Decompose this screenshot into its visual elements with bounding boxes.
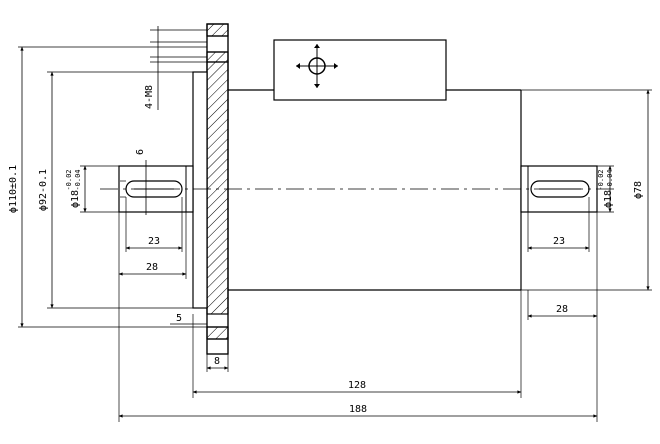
dim-shaft-right: 28 [556, 304, 568, 315]
dim-phi18-right: ϕ18 [603, 190, 614, 208]
dim-shaft-left: 28 [146, 262, 158, 273]
dim-phi110: ϕ110±0.1 [8, 165, 19, 213]
connector-block [273, 39, 447, 101]
dimension-lines [20, 26, 650, 418]
dim-keyway-right: 23 [553, 236, 565, 247]
dim-flange-thickness: 8 [214, 356, 220, 367]
dim-phi78: ϕ78 [633, 181, 644, 199]
dim-holes: 4-M8 [144, 85, 155, 109]
dim-key-width: 6 [135, 149, 146, 155]
dim-overall-length: 188 [349, 404, 367, 415]
dim-tol-upper-right: -0.02 [597, 169, 605, 190]
dim-flange-gap: 5 [176, 313, 182, 324]
flange [206, 23, 229, 355]
pilot-ring [192, 71, 208, 309]
dim-phi92: ϕ92-0.1 [38, 169, 49, 211]
sensor-body [228, 89, 522, 291]
dim-tol-lower-right: -0.04 [606, 169, 614, 190]
dim-keyway-left: 23 [148, 236, 160, 247]
dim-tol-upper-left: -0.02 [65, 169, 73, 190]
dim-tol-lower-left: -0.04 [74, 169, 82, 190]
dim-body-length: 128 [348, 380, 366, 391]
dim-phi18-left: ϕ18 [70, 190, 81, 208]
